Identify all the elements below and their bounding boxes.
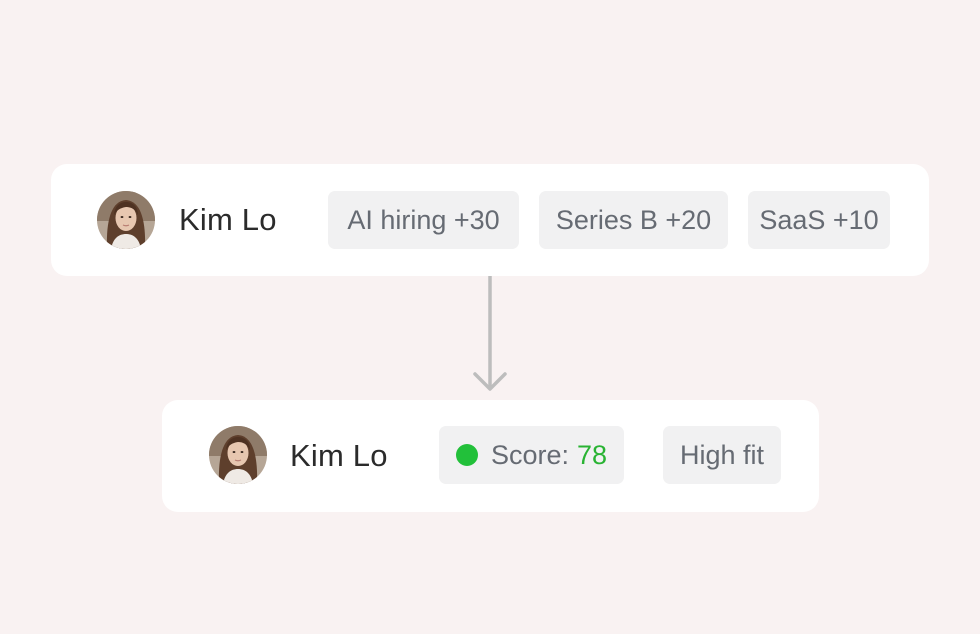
- score-chip: Score: 78: [439, 426, 624, 484]
- lead-name: Kim Lo: [179, 202, 277, 237]
- score-value: 78: [577, 439, 608, 470]
- green-dot-icon: [455, 444, 478, 466]
- fit-badge: High fit: [663, 426, 781, 484]
- signal-chip-series-b: Series B +20: [539, 191, 728, 249]
- signal-chip-ai-hiring: AI hiring +30: [328, 191, 519, 249]
- lead-score-card: Kim Lo Score: 78 High fit: [162, 400, 819, 512]
- score-label: Score:: [490, 439, 569, 470]
- lead-name: Kim Lo: [290, 438, 388, 473]
- person-photo-icon: [209, 426, 267, 484]
- arrow-down-icon: [472, 274, 508, 394]
- signal-chip-saas: SaaS +10: [748, 191, 890, 249]
- lead-signals-card: Kim Lo AI hiring +30 Series B +20 SaaS +…: [51, 164, 929, 276]
- person-photo-icon: [97, 191, 155, 249]
